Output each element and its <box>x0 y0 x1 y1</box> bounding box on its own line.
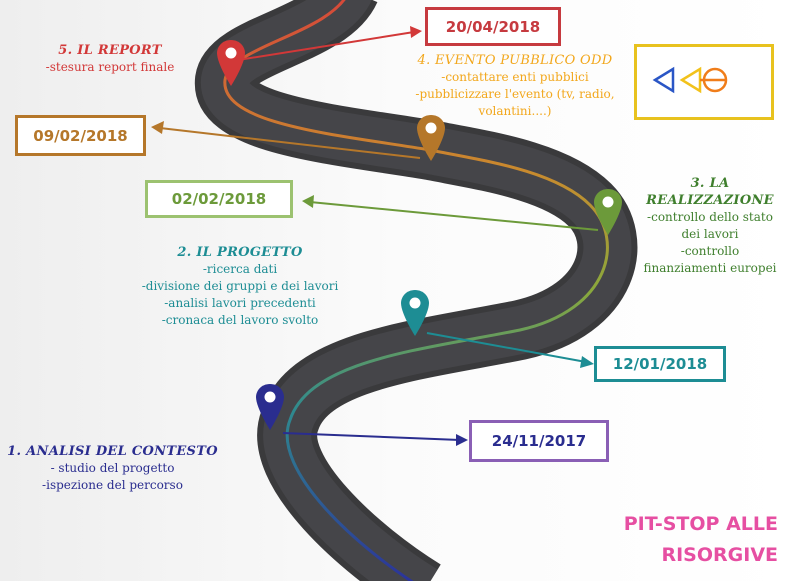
step2-line-3: -analisi lavori precedenti <box>164 296 316 310</box>
map-pin-icon <box>594 189 622 235</box>
step3-line-4: finanziamenti europei <box>643 261 777 275</box>
arrowhead-step5 <box>410 26 422 38</box>
step3-title-1: 3. LA <box>690 176 730 191</box>
step4-line-3: volantini....) <box>478 104 552 118</box>
step4-date: 09/02/2018 <box>15 115 146 156</box>
step1-block: 1. ANALISI DEL CONTESTO - studio del pro… <box>5 443 220 494</box>
step1-line-1: - studio del progetto <box>50 461 175 475</box>
step3-line-2: dei lavori <box>681 227 739 241</box>
arrow-step5 <box>237 31 415 61</box>
step5-line: -stesura report finale <box>45 60 175 74</box>
step3-date: 02/02/2018 <box>145 180 293 218</box>
arrow-step1 <box>282 432 461 441</box>
step2-title: 2. IL PROGETTO <box>177 245 303 260</box>
arrows-circle-logo-icon <box>652 66 728 94</box>
arrow-step2 <box>426 332 587 363</box>
step1-title: 1. ANALISI DEL CONTESTO <box>7 444 218 459</box>
map-pin-icon <box>417 115 445 161</box>
arrow-step3 <box>309 201 599 231</box>
step2-line-4: -cronaca del lavoro svolto <box>161 313 319 327</box>
step4-line-2: -pubblicizzare l'evento (tv, radio, <box>415 87 615 101</box>
step3-line-3: -controllo <box>680 244 740 258</box>
step3-title-2: REALIZZAZIONE <box>646 193 774 208</box>
step1-date: 24/11/2017 <box>469 420 609 462</box>
step1-line-2: -ispezione del percorso <box>42 478 183 492</box>
arrowhead-step2 <box>580 356 594 368</box>
step4-line-1: -contattare enti pubblici <box>441 70 589 84</box>
arrowhead-step1 <box>456 434 468 446</box>
step3-line-1: -controllo dello stato <box>647 210 773 224</box>
logo-box <box>634 44 774 120</box>
brand-line-1: PIT-STOP ALLE <box>623 513 778 535</box>
step4-title: 4. EVENTO PUBBLICO ODD <box>417 53 613 68</box>
map-pin-icon <box>401 290 429 336</box>
map-pin-icon <box>217 40 245 86</box>
step2-date: 12/01/2018 <box>594 346 726 382</box>
road-center-line <box>223 0 609 581</box>
map-pin-icon <box>256 384 284 430</box>
step4-block: 4. EVENTO PUBBLICO ODD -contattare enti … <box>400 52 630 120</box>
brand-title: PIT-STOP ALLE RISORGIVE <box>624 509 778 571</box>
step2-line-1: -ricerca dati <box>202 262 278 276</box>
arrow-step4 <box>159 127 421 159</box>
step5-block: 5. IL REPORT -stesura report finale <box>30 42 190 76</box>
arrowhead-step4 <box>151 121 164 134</box>
step2-block: 2. IL PROGETTO -ricerca dati -divisione … <box>115 244 365 329</box>
step3-block: 3. LA REALIZZAZIONE -controllo dello sta… <box>630 175 790 277</box>
brand-line-2: RISORGIVE <box>661 544 778 566</box>
step5-title: 5. IL REPORT <box>58 43 162 58</box>
step5-date: 20/04/2018 <box>425 7 561 46</box>
arrowhead-step3 <box>302 195 314 208</box>
step2-line-2: -divisione dei gruppi e dei lavori <box>141 279 339 293</box>
